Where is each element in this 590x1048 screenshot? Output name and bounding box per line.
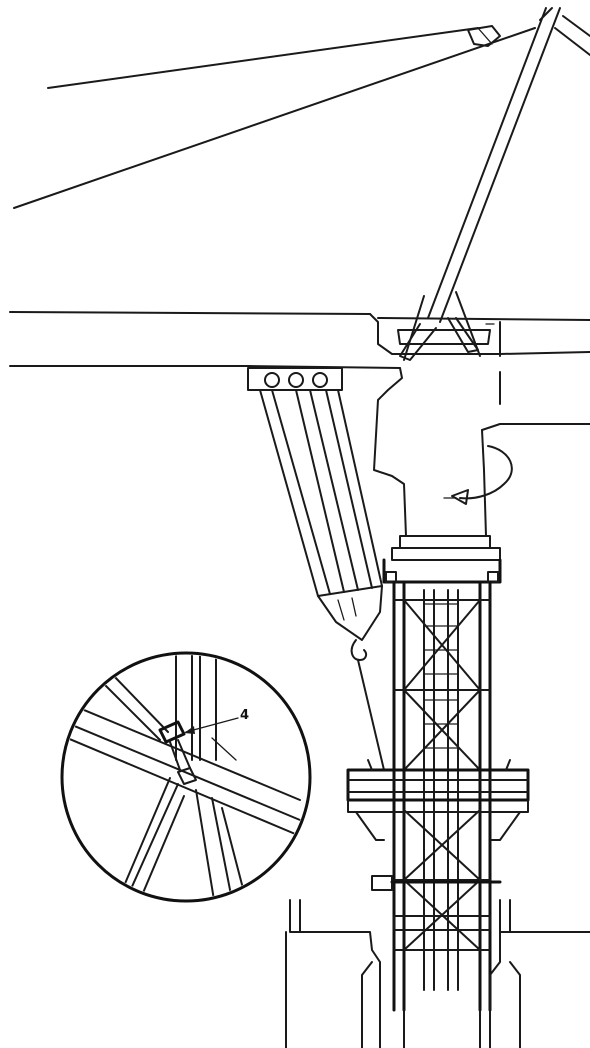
detail-callout-number: 4 [240,708,249,723]
detail-magnifier: 4 [60,651,312,903]
tower-head [373,367,590,537]
building-core [285,899,590,1048]
a-frame-apex [427,7,590,323]
jib-boom [9,291,590,369]
tower-mast [382,535,502,1012]
pendant-cables [13,25,536,209]
pendant-strut [247,367,385,771]
climbing-frame [346,759,530,931]
